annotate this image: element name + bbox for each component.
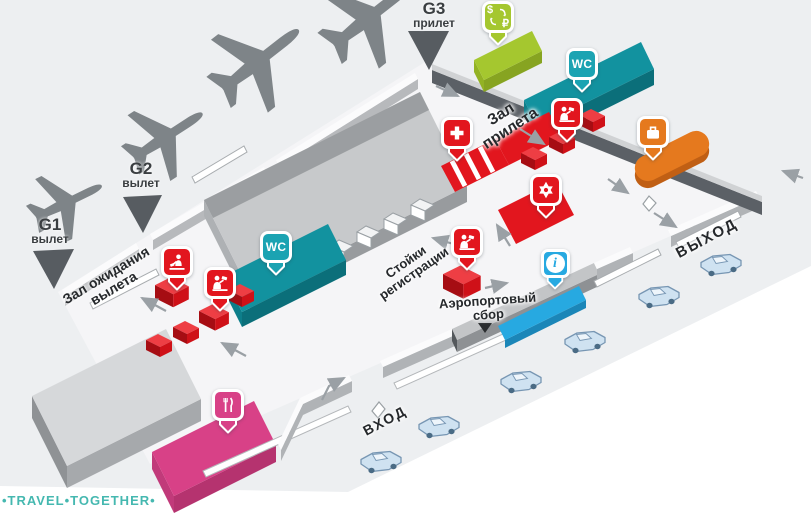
currency-exchange-block <box>474 31 542 92</box>
cafe-icon <box>223 397 233 413</box>
gate-g1-label: G1 вылет <box>31 216 68 246</box>
gate-g3-label: G3 прилет <box>413 0 455 30</box>
sidewalk <box>202 324 527 478</box>
police-star-icon <box>539 181 553 199</box>
wc-icon: WC <box>265 240 287 254</box>
pin-passport-control-departure <box>203 267 237 312</box>
info-desk <box>498 286 586 348</box>
bench <box>89 210 742 310</box>
gate-g2-triangle <box>123 195 162 233</box>
pin-baggage-claim <box>636 116 670 161</box>
gate-code: G3 <box>422 0 446 18</box>
info-icon: i <box>545 254 565 273</box>
gate-g1-triangle <box>33 249 74 289</box>
pin-first-aid <box>440 117 474 162</box>
pin-currency-exchange: $ ₽ <box>481 1 515 46</box>
security-check-icon <box>169 254 185 270</box>
fee-pointer <box>478 323 492 333</box>
currency-exchange-icon: $ ₽ <box>487 4 509 30</box>
gate-triangles <box>33 31 449 289</box>
baggage-claim-icon <box>647 126 659 139</box>
cafe-area <box>152 401 276 513</box>
gate-code: G2 <box>129 159 153 178</box>
gate-type: вылет <box>122 176 160 190</box>
pin-information: i <box>538 249 572 290</box>
watermark: •TRAVEL•TOGETHER• <box>2 493 156 508</box>
wing-roof <box>32 329 201 488</box>
pin-cafe <box>211 389 245 434</box>
pin-wc-departure: WC <box>259 231 293 276</box>
pin-airport-fee <box>450 226 484 271</box>
pin-police <box>529 174 563 219</box>
partition-wall <box>191 145 248 184</box>
airport-fee-icon <box>459 234 475 250</box>
terminal-floor <box>58 62 762 464</box>
gate-g3-triangle <box>408 31 449 70</box>
pin-security-check <box>160 246 194 291</box>
passport-control-icon <box>212 275 228 291</box>
gate-g2-label: G2 вылет <box>122 160 159 190</box>
pin-wc-arrival: WC <box>565 48 599 93</box>
gate-code: G1 <box>38 215 62 234</box>
gate-type: прилет <box>413 16 455 30</box>
pin-passport-control-arrival <box>550 98 584 143</box>
baggage-carousel <box>634 130 710 189</box>
gate-type: вылет <box>31 232 69 246</box>
first-aid-icon <box>450 126 464 140</box>
passport-control-icon <box>559 106 575 122</box>
wc-icon: WC <box>571 57 593 71</box>
